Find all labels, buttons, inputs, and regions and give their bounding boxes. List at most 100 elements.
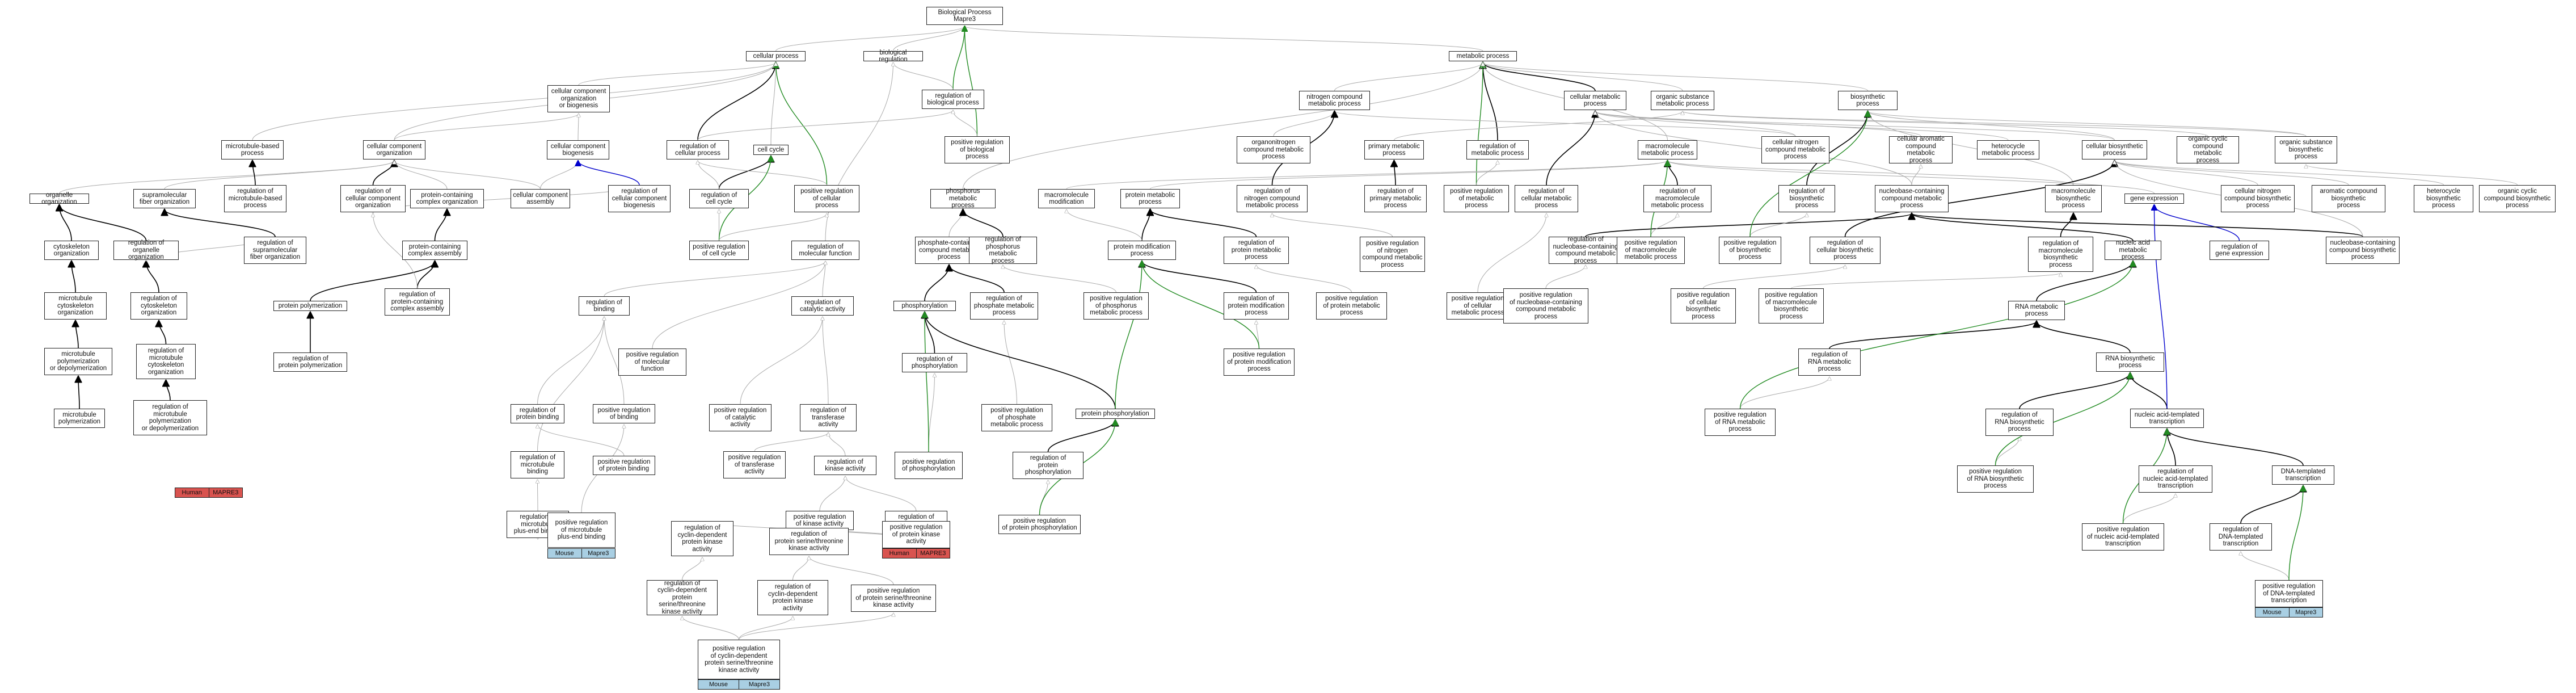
go-term-cp[interactable]: cellular process <box>746 51 806 61</box>
go-term-pmod[interactable]: protein modification process <box>1108 241 1176 260</box>
go-term-os[interactable]: organic substance metabolic process <box>1651 91 1714 110</box>
go-term-cnm[interactable]: cellular nitrogen compound metabolic pro… <box>1761 136 1829 163</box>
go-term-prpka[interactable]: positive regulation of protein kinase ac… <box>882 521 950 548</box>
go-term-rphpm[interactable]: regulation of phosphate metabolic proces… <box>970 292 1038 320</box>
go-term-rnab[interactable]: RNA biosynthetic process <box>2096 352 2164 372</box>
go-term-rcdst[interactable]: regulation of cyclin-dependent protein s… <box>647 580 718 615</box>
go-term-rphos[interactable]: regulation of phosphorylation <box>902 353 967 372</box>
go-term-prka[interactable]: positive regulation of kinase activity <box>786 511 854 530</box>
go-term-pcca[interactable]: protein-containing complex assembly <box>402 241 467 260</box>
go-term-prcp[interactable]: positive regulation of cellular process <box>794 185 859 212</box>
go-term-rsmf[interactable]: regulation of supramolecular fiber organ… <box>244 237 306 264</box>
go-term-breg[interactable]: biological regulation <box>863 49 923 63</box>
go-term-rbp[interactable]: regulation of biological process <box>922 90 984 109</box>
go-term-rccb[interactable]: regulation of cellular component biogene… <box>608 185 671 212</box>
go-term-rprm[interactable]: regulation of protein metabolic process <box>1224 237 1289 264</box>
go-term-nccm[interactable]: nucleobase-containing compound metabolic… <box>1875 185 1949 212</box>
go-term-occb[interactable]: organic cyclic compound biosynthetic pro… <box>2479 185 2556 212</box>
go-term-prcc[interactable]: positive regulation of cell cycle <box>689 241 749 260</box>
go-term-nam[interactable]: nucleic acid metabolic process <box>2105 240 2161 261</box>
go-term-cca[interactable]: cellular component assembly <box>511 189 570 208</box>
go-term-rmtco[interactable]: regulation of microtubule cytoskeleton o… <box>136 344 196 379</box>
go-term-oo[interactable]: organelle organization <box>29 192 89 205</box>
go-term-rcdst2[interactable]: regulation of cyclin-dependent protein k… <box>757 580 828 615</box>
go-term-pcco[interactable]: protein-containing complex organization <box>410 189 484 208</box>
go-term-osb[interactable]: organic substance biosynthetic process <box>2275 136 2337 163</box>
go-term-prprm[interactable]: positive regulation of protein metabolic… <box>1316 292 1387 320</box>
go-term-prmf[interactable]: positive regulation of molecular functio… <box>618 348 686 376</box>
go-term-rdtt[interactable]: regulation of DNA-templated transcriptio… <box>2210 523 2272 551</box>
go-term-rmtpd[interactable]: regulation of microtubule polymerization… <box>133 400 207 435</box>
go-term-prmp[interactable]: positive regulation of metabolic process <box>1444 185 1509 212</box>
go-term-rpbind[interactable]: regulation of protein binding <box>511 404 564 423</box>
go-term-mmod[interactable]: macromolecule modification <box>1038 189 1095 208</box>
go-term-rmtb2[interactable]: regulation of microtubule binding <box>511 451 564 478</box>
go-term-roo[interactable]: regulation of organelle organization <box>113 240 179 261</box>
go-term-prbs[interactable]: positive regulation of biosynthetic proc… <box>1719 237 1781 264</box>
go-term-cco[interactable]: cellular component organization <box>363 140 425 159</box>
go-term-prmb[interactable]: positive regulation of macromolecule bio… <box>1759 288 1824 324</box>
go-term-prnatt[interactable]: positive regulation of nucleic acid-temp… <box>2082 523 2164 551</box>
go-term-smf[interactable]: supramolecular fiber organization <box>133 189 196 208</box>
go-term-rbs[interactable]: regulation of biosynthetic process <box>1778 185 1835 212</box>
go-term-mp[interactable]: metabolic process <box>1449 51 1517 61</box>
go-term-prrnam[interactable]: positive regulation of RNA metabolic pro… <box>1705 409 1776 436</box>
go-term-acb[interactable]: aromatic compound biosynthetic process <box>2312 185 2385 212</box>
go-term-rcbs[interactable]: regulation of cellular biosynthetic proc… <box>1810 237 1881 264</box>
go-term-mtco[interactable]: microtubule cytoskeleton organization <box>44 292 107 320</box>
go-term-rmb[interactable]: regulation of macromolecule biosynthetic… <box>2028 237 2093 272</box>
go-term-rncm[interactable]: regulation of nitrogen compound metaboli… <box>1237 185 1308 212</box>
go-term-rnatt[interactable]: regulation of nucleic acid-templated tra… <box>2139 465 2212 493</box>
go-term-hm[interactable]: heterocycle metabolic process <box>1977 140 2039 159</box>
go-term-cncb[interactable]: cellular nitrogen compound biosynthetic … <box>2221 185 2295 212</box>
go-term-rcso[interactable]: regulation of cytoskeleton organization <box>130 292 187 320</box>
go-term-hb[interactable]: heterocycle biosynthetic process <box>2414 185 2473 212</box>
go-term-rcp[interactable]: regulation of cellular process <box>667 140 729 159</box>
go-term-prpmod[interactable]: positive regulation of protein modificat… <box>1224 348 1295 376</box>
go-term-rge[interactable]: regulation of gene expression <box>2210 241 2269 260</box>
go-term-prmm[interactable]: positive regulation of macromolecule met… <box>1617 237 1685 264</box>
go-term-prcbs[interactable]: positive regulation of cellular biosynth… <box>1671 288 1736 324</box>
go-term-bs[interactable]: biosynthetic process <box>1838 91 1898 110</box>
go-term-rmf[interactable]: regulation of molecular function <box>791 241 859 260</box>
go-term-phos[interactable]: phosphorylation <box>893 301 956 311</box>
go-term-ccb[interactable]: cellular component biogenesis <box>547 140 609 159</box>
go-term-prpst[interactable]: positive regulation of protein serine/th… <box>851 585 936 612</box>
go-term-prbind[interactable]: positive regulation of binding <box>593 404 655 423</box>
go-term-rka[interactable]: regulation of kinase activity <box>814 456 876 475</box>
go-term-rmm[interactable]: regulation of macromolecule metabolic pr… <box>1643 185 1711 212</box>
go-term-prphm[interactable]: positive regulation of phosphorus metabo… <box>1083 292 1149 320</box>
go-term-prdtt[interactable]: positive regulation of DNA-templated tra… <box>2255 580 2323 607</box>
go-term-natt[interactable]: nucleic acid-templated transcription <box>2130 409 2204 428</box>
go-term-mtpol[interactable]: microtubule polymerization <box>54 409 105 428</box>
go-term-prphos[interactable]: positive regulation of phosphorylation <box>895 452 963 479</box>
go-term-bp[interactable]: Biological Process Mapre3 <box>926 7 1003 25</box>
go-term-prnccm[interactable]: positive regulation of nucleobase-contai… <box>1503 288 1588 324</box>
go-term-cc[interactable]: cell cycle <box>753 145 789 155</box>
go-term-rpmp[interactable]: regulation of primary metabolic process <box>1364 185 1427 212</box>
go-term-ccob[interactable]: cellular component organization or bioge… <box>547 85 610 112</box>
go-term-prpbind[interactable]: positive regulation of protein binding <box>593 456 655 475</box>
go-term-rcdk[interactable]: regulation of cyclin-dependent protein k… <box>671 521 733 556</box>
go-term-rbind[interactable]: regulation of binding <box>579 296 630 316</box>
go-term-pmp[interactable]: primary metabolic process <box>1364 140 1424 159</box>
go-term-occm[interactable]: organic cyclic compound metabolic proces… <box>2177 136 2239 164</box>
go-term-rpst[interactable]: regulation of protein serine/threonine k… <box>769 528 849 555</box>
go-term-pp[interactable]: protein polymerization <box>273 301 347 311</box>
go-term-prta[interactable]: positive regulation of transferase activ… <box>723 451 786 478</box>
go-term-prbp[interactable]: positive regulation of biological proces… <box>945 136 1010 163</box>
go-term-rcc[interactable]: regulation of cell cycle <box>689 189 749 208</box>
go-term-rnam[interactable]: RNA metabolic process <box>2008 301 2065 320</box>
go-term-rpcca[interactable]: regulation of protein-containing complex… <box>385 288 450 316</box>
go-term-onm[interactable]: organonitrogen compound metabolic proces… <box>1237 136 1310 163</box>
go-term-rcmp[interactable]: regulation of cellular metabolic process <box>1515 185 1578 212</box>
go-term-cso[interactable]: cytoskeleton organization <box>44 241 99 260</box>
go-term-rmp[interactable]: regulation of metabolic process <box>1466 140 1529 159</box>
go-term-prpphos[interactable]: positive regulation of protein phosphory… <box>998 515 1081 534</box>
go-term-prca[interactable]: positive regulation of catalytic activit… <box>709 404 771 431</box>
go-term-rpphos[interactable]: regulation of protein phosphorylation <box>1013 452 1083 479</box>
go-term-mtb[interactable]: microtubule-based process <box>221 140 284 159</box>
go-term-cm[interactable]: cellular metabolic process <box>1564 91 1626 110</box>
go-term-prmtpe[interactable]: positive regulation of microtubule plus-… <box>547 513 615 548</box>
go-term-rmtb[interactable]: regulation of microtubule-based process <box>224 185 286 212</box>
